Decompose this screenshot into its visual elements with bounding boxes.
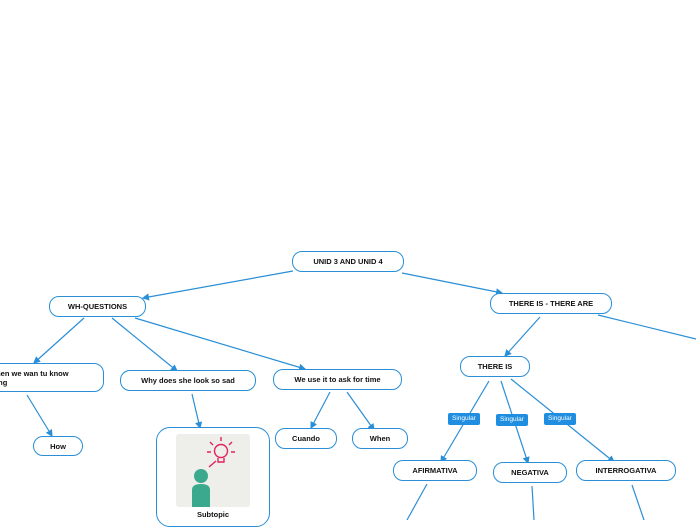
lightbulb-person-icon <box>192 437 235 507</box>
cuando-node[interactable]: Cuando <box>275 428 337 449</box>
link-why-subtopic <box>191 393 203 430</box>
subtopic-card[interactable]: Subtopic <box>156 427 270 527</box>
link-time-when <box>346 391 375 431</box>
interrogativa-node[interactable]: INTERROGATIVA <box>576 460 676 481</box>
root-node[interactable]: UNID 3 AND UNID 4 <box>292 251 404 272</box>
link-wh-when <box>33 317 85 364</box>
why-sad-node[interactable]: Why does she look so sad <box>120 370 256 391</box>
link-wh-why <box>111 317 178 372</box>
negativa-node[interactable]: NEGATIVA <box>493 462 567 483</box>
person-with-lightbulb-illustration <box>176 434 250 507</box>
singular-badge-1: Singular <box>448 413 480 425</box>
link-there-offscreen <box>597 314 696 340</box>
how-node[interactable]: How <box>33 436 83 456</box>
subtopic-caption: Subtopic <box>196 510 230 519</box>
link-root-wh <box>141 270 294 301</box>
link-time-cuando <box>310 391 331 430</box>
link-afirm-down <box>406 483 428 520</box>
link-there-thereis <box>504 316 541 357</box>
link-when-how <box>26 394 53 438</box>
afirmativa-node[interactable]: AFIRMATIVA <box>393 460 477 481</box>
when-know-node[interactable]: When we wan tu know thing <box>0 363 104 392</box>
when-know-label: When we wan tu know thing <box>0 368 69 387</box>
when-node[interactable]: When <box>352 428 408 449</box>
link-neg-down <box>531 485 535 520</box>
link-wh-time <box>134 317 307 371</box>
link-inter-down <box>631 484 645 520</box>
wh-questions-node[interactable]: WH-QUESTIONS <box>49 296 146 317</box>
ask-time-node[interactable]: We use it to ask for time <box>273 369 402 390</box>
there-is-node[interactable]: THERE IS <box>460 356 530 377</box>
singular-badge-2: Singular <box>496 414 528 426</box>
singular-badge-3: Singular <box>544 413 576 425</box>
link-root-there <box>401 272 504 296</box>
there-is-are-node[interactable]: THERE IS - THERE ARE <box>490 293 612 314</box>
